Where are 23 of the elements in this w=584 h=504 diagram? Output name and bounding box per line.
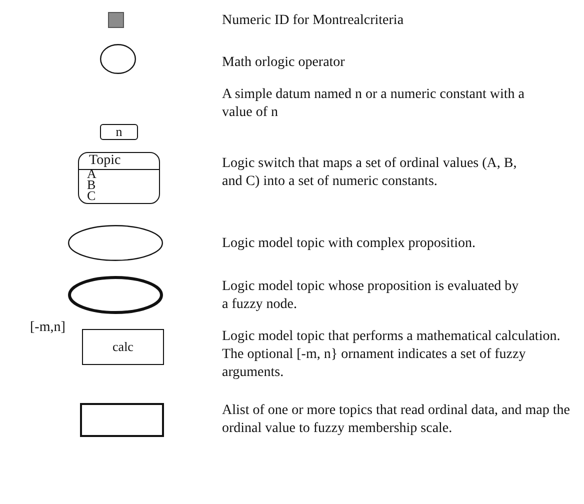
filled-square (108, 12, 124, 28)
description-text: Logic model topic whose proposition is evaluated by a fuzzy node. (222, 278, 520, 314)
datum-box (100, 124, 138, 140)
description-text: Logic switch that maps a set of ordinal values (A, B, and C) into a set of numeric constants. (222, 155, 518, 191)
fuzzy-topic-ellipse (68, 276, 163, 314)
calc-box (82, 329, 164, 365)
ornament-text: [-m,n] (30, 321, 66, 335)
ordinal-list-box (80, 403, 164, 437)
node-title: calc (112, 340, 134, 354)
node-title: Topic (89, 154, 121, 168)
switch-value: A (87, 168, 96, 179)
description-text: Logic model topic that performs a mathematical calculation. The optional [-m, n} ornament indicates a set of fuzzy arguments. (222, 328, 562, 382)
switch-value: C (87, 190, 96, 201)
description-text: Numeric ID for Montrealcriteria (222, 12, 405, 30)
switch-value: B (87, 179, 96, 190)
topic-ellipse (68, 225, 163, 261)
description-text: Math orlogic operator (222, 54, 346, 72)
switch-box (78, 152, 160, 204)
node-title: n (114, 125, 124, 139)
description-text: A simple datum named n or a numeric constant with a value of n (222, 86, 526, 122)
description-text: Alist of one or more topics that read ordinal data, and map the ordinal value to fuzzy membership scale. (222, 402, 571, 438)
description-text: Logic model topic with complex proposition. (222, 235, 477, 253)
operator-circle (100, 44, 136, 74)
